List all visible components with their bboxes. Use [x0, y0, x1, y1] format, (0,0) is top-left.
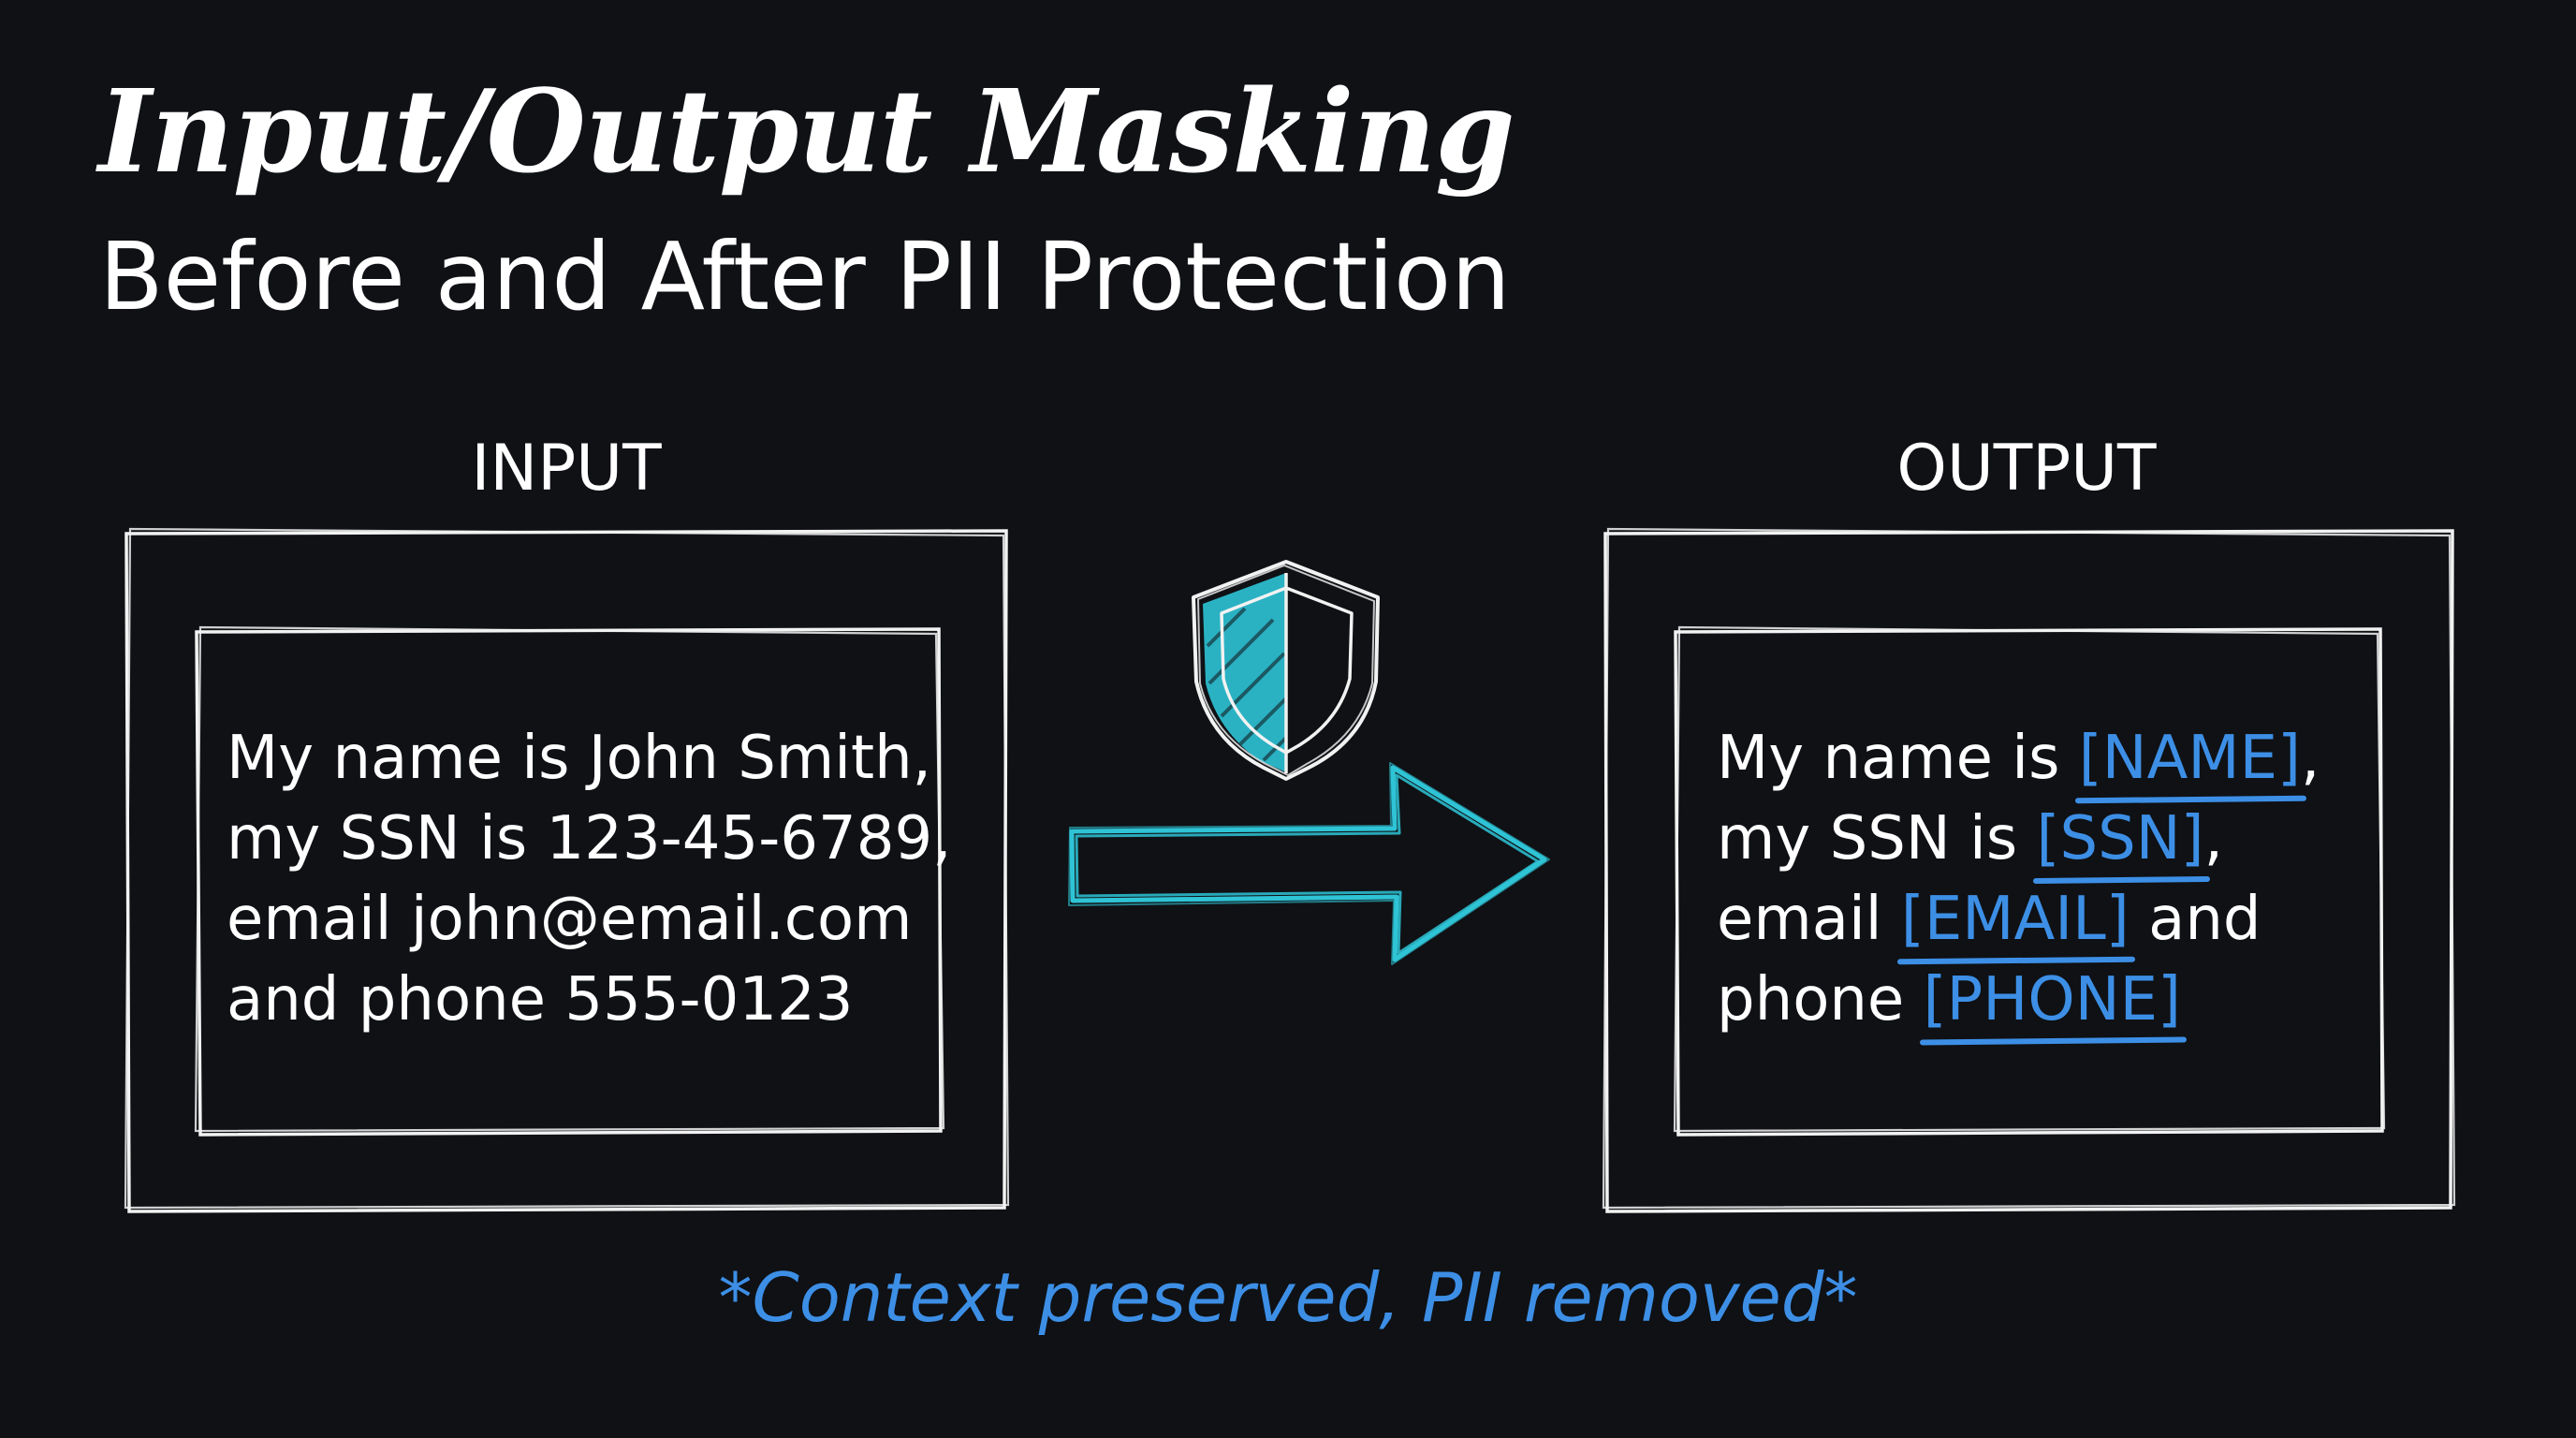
output-text-segment: ,: [2203, 804, 2223, 873]
output-text-segment: phone: [1717, 965, 1924, 1034]
output-line: phone [PHONE]: [1717, 960, 2320, 1040]
input-panel-outer-frame: [124, 527, 1010, 1213]
page-title: Input/Output Masking: [98, 64, 1515, 198]
output-text-segment: and: [2129, 885, 2261, 954]
footer-note: *Context preserved, PII removed*: [718, 1258, 1858, 1337]
output-message: My name is [NAME], my SSN is [SSN], emai…: [1717, 718, 2320, 1040]
input-message: My name is John Smith, my SSN is 123-45-…: [227, 718, 952, 1040]
masked-email-token: [EMAIL]: [1901, 879, 2130, 960]
page-subtitle: Before and After PII Protection: [99, 222, 1511, 331]
output-line: email [EMAIL] and: [1717, 879, 2320, 960]
output-line: my SSN is [SSN],: [1717, 799, 2320, 879]
masked-name-token: [NAME]: [2079, 718, 2301, 799]
arrow-right-icon: [1068, 762, 1550, 965]
output-panel-label: OUTPUT: [1896, 432, 2157, 506]
output-text-segment: My name is: [1717, 724, 2079, 793]
output-panel-outer-frame: [1602, 527, 2456, 1213]
masked-ssn-token: [SSN]: [2037, 799, 2204, 879]
output-text-segment: my SSN is: [1717, 804, 2037, 873]
output-panel-inner-frame: [1673, 625, 2386, 1137]
input-line: my SSN is 123-45-6789,: [227, 804, 952, 873]
output-text-segment: email: [1717, 885, 1901, 954]
input-line: My name is John Smith,: [227, 724, 931, 793]
output-text-segment: ,: [2301, 724, 2320, 793]
input-line: and phone 555-0123: [227, 965, 854, 1034]
masked-phone-token: [PHONE]: [1924, 960, 2181, 1040]
output-line: My name is [NAME],: [1717, 718, 2320, 799]
input-line: email john@email.com: [227, 885, 913, 954]
input-panel-inner-frame: [194, 625, 945, 1137]
input-panel-label: INPUT: [471, 432, 662, 506]
shield-icon: [1192, 560, 1380, 781]
